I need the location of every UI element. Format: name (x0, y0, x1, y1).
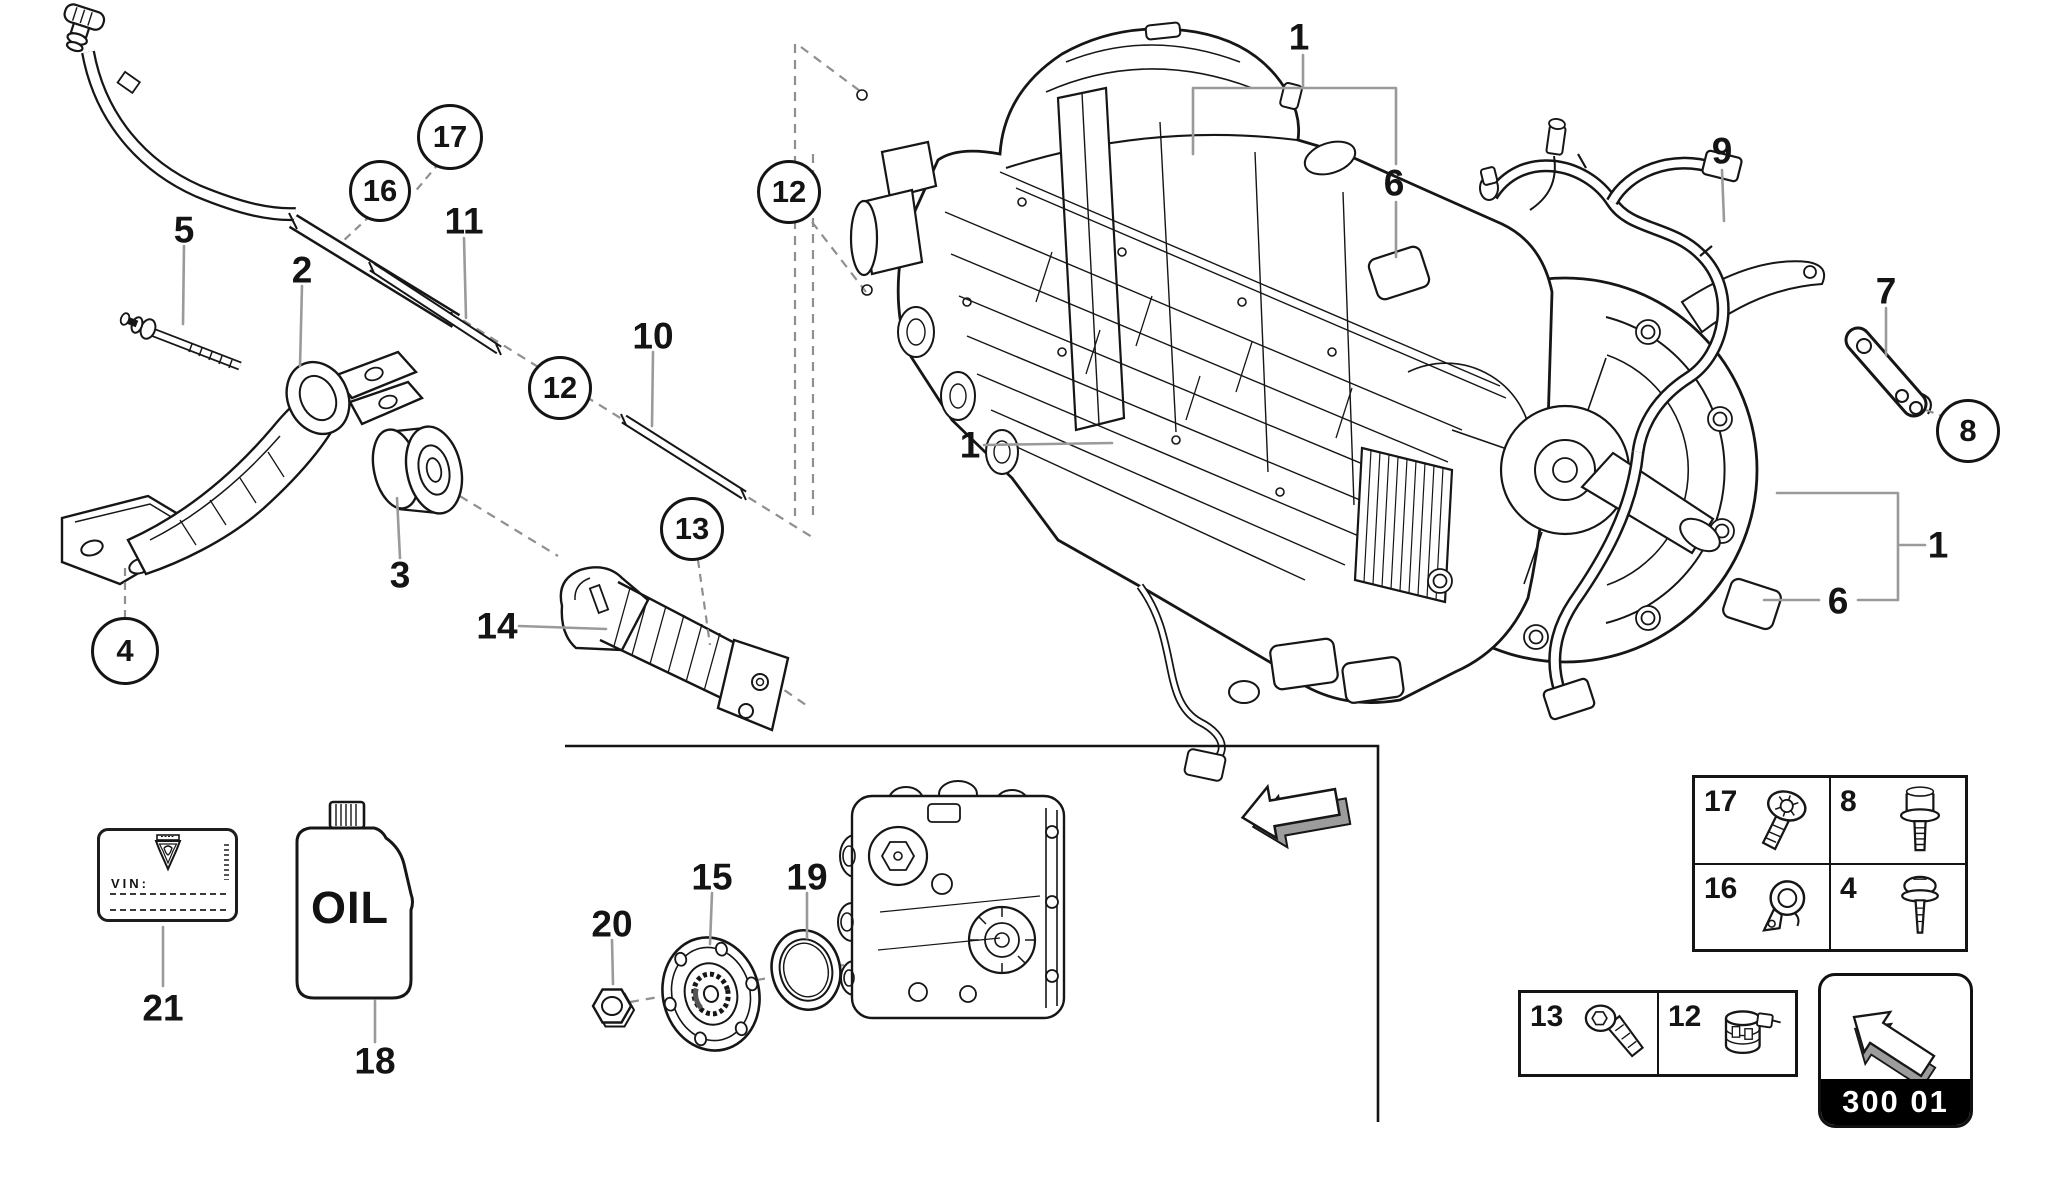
flange-bolt-icon (1899, 786, 1941, 852)
legend-cell: 8 (1830, 777, 1966, 864)
wiring-harness-drawing (1479, 118, 1743, 721)
flange-hub-drawing (661, 936, 761, 1052)
vin-write-line (110, 909, 226, 911)
rod-10-drawing (620, 413, 747, 501)
fastener-legend-table: 17 8 16 (1692, 775, 1968, 952)
legend-part-number: 8 (1840, 785, 1857, 818)
legend-cell: 4 (1830, 863, 1966, 950)
page-code-badge: 300 01 (1818, 973, 1973, 1128)
valve-body-drawing (837, 780, 1066, 1020)
legend-part-number: 17 (1704, 785, 1738, 818)
hose-clamp-icon (1724, 1009, 1781, 1054)
legend-cell: 12 (1658, 992, 1796, 1075)
fastener-legend-table-2: 13 12 (1518, 990, 1798, 1077)
sealing-plug-icon (1901, 875, 1939, 934)
mount-bracket-drawing (60, 350, 424, 586)
stud-bolt-drawing (119, 312, 242, 371)
page-code-band: 300 01 (1821, 1079, 1970, 1125)
legend-cell: 16 (1694, 863, 1830, 950)
vin-text: VIN: (111, 876, 149, 891)
nut-drawing (591, 988, 636, 1028)
support-bracket-drawing (559, 566, 790, 732)
vin-write-line (110, 893, 226, 895)
subview-frame (565, 744, 1380, 1122)
gearbox-assembly-drawing (849, 21, 1826, 782)
oil-jug-label: OIL (311, 882, 389, 933)
legend-part-number: 16 (1704, 871, 1738, 905)
bushing-drawing (371, 425, 464, 515)
torx-screw-icon (1761, 790, 1807, 851)
legend-part-number: 4 (1840, 871, 1857, 905)
page-code-text: 300 01 (1842, 1084, 1949, 1119)
lever-bracket-drawing (1844, 326, 1933, 418)
socket-head-bolt-icon (1584, 1003, 1645, 1058)
oil-jug-drawing (295, 800, 414, 1000)
seal-ring-drawing (770, 929, 842, 1011)
back-arrow-icon (1852, 1010, 1937, 1082)
leader-lines (161, 53, 1927, 1044)
rod-11-drawing (368, 261, 502, 356)
direction-arrow-icon (1240, 783, 1352, 850)
retaining-clip-icon (1762, 879, 1806, 932)
legend-part-number: 12 (1668, 1000, 1702, 1033)
legend-cell: 13 (1520, 992, 1658, 1075)
vin-sticker: VIN: (97, 828, 238, 922)
legend-cell: 17 (1694, 777, 1830, 864)
vin-micro-code (224, 844, 229, 880)
legend-part-number: 13 (1530, 1000, 1564, 1033)
brand-shield-icon (154, 834, 182, 872)
